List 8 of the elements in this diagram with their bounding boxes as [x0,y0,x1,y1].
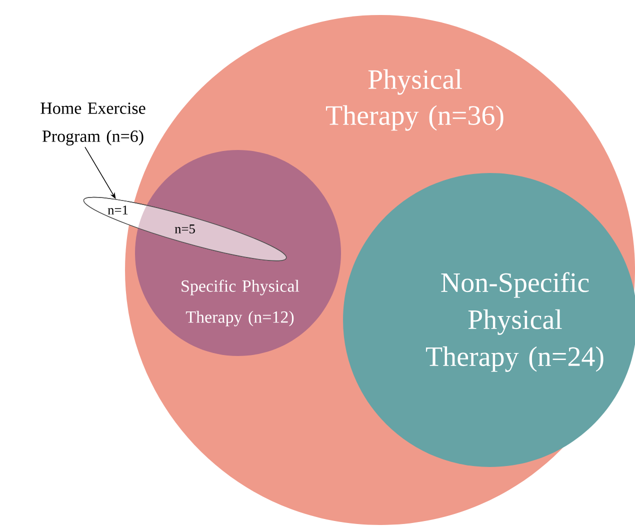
ellipse [83,196,287,262]
circle [135,150,341,356]
ellipse-label: n=5 [174,224,195,234]
set-label: Home Exercise Program (n=6) [40,102,146,146]
circle-label: Specific Physical Therapy (n=12) [182,280,300,326]
circle-label: Physical Therapy (n=36) [326,69,504,131]
ellipse-label: n=1 [108,206,128,214]
circle-label: Non-Specific Physical Therapy (n=24) [426,272,604,372]
